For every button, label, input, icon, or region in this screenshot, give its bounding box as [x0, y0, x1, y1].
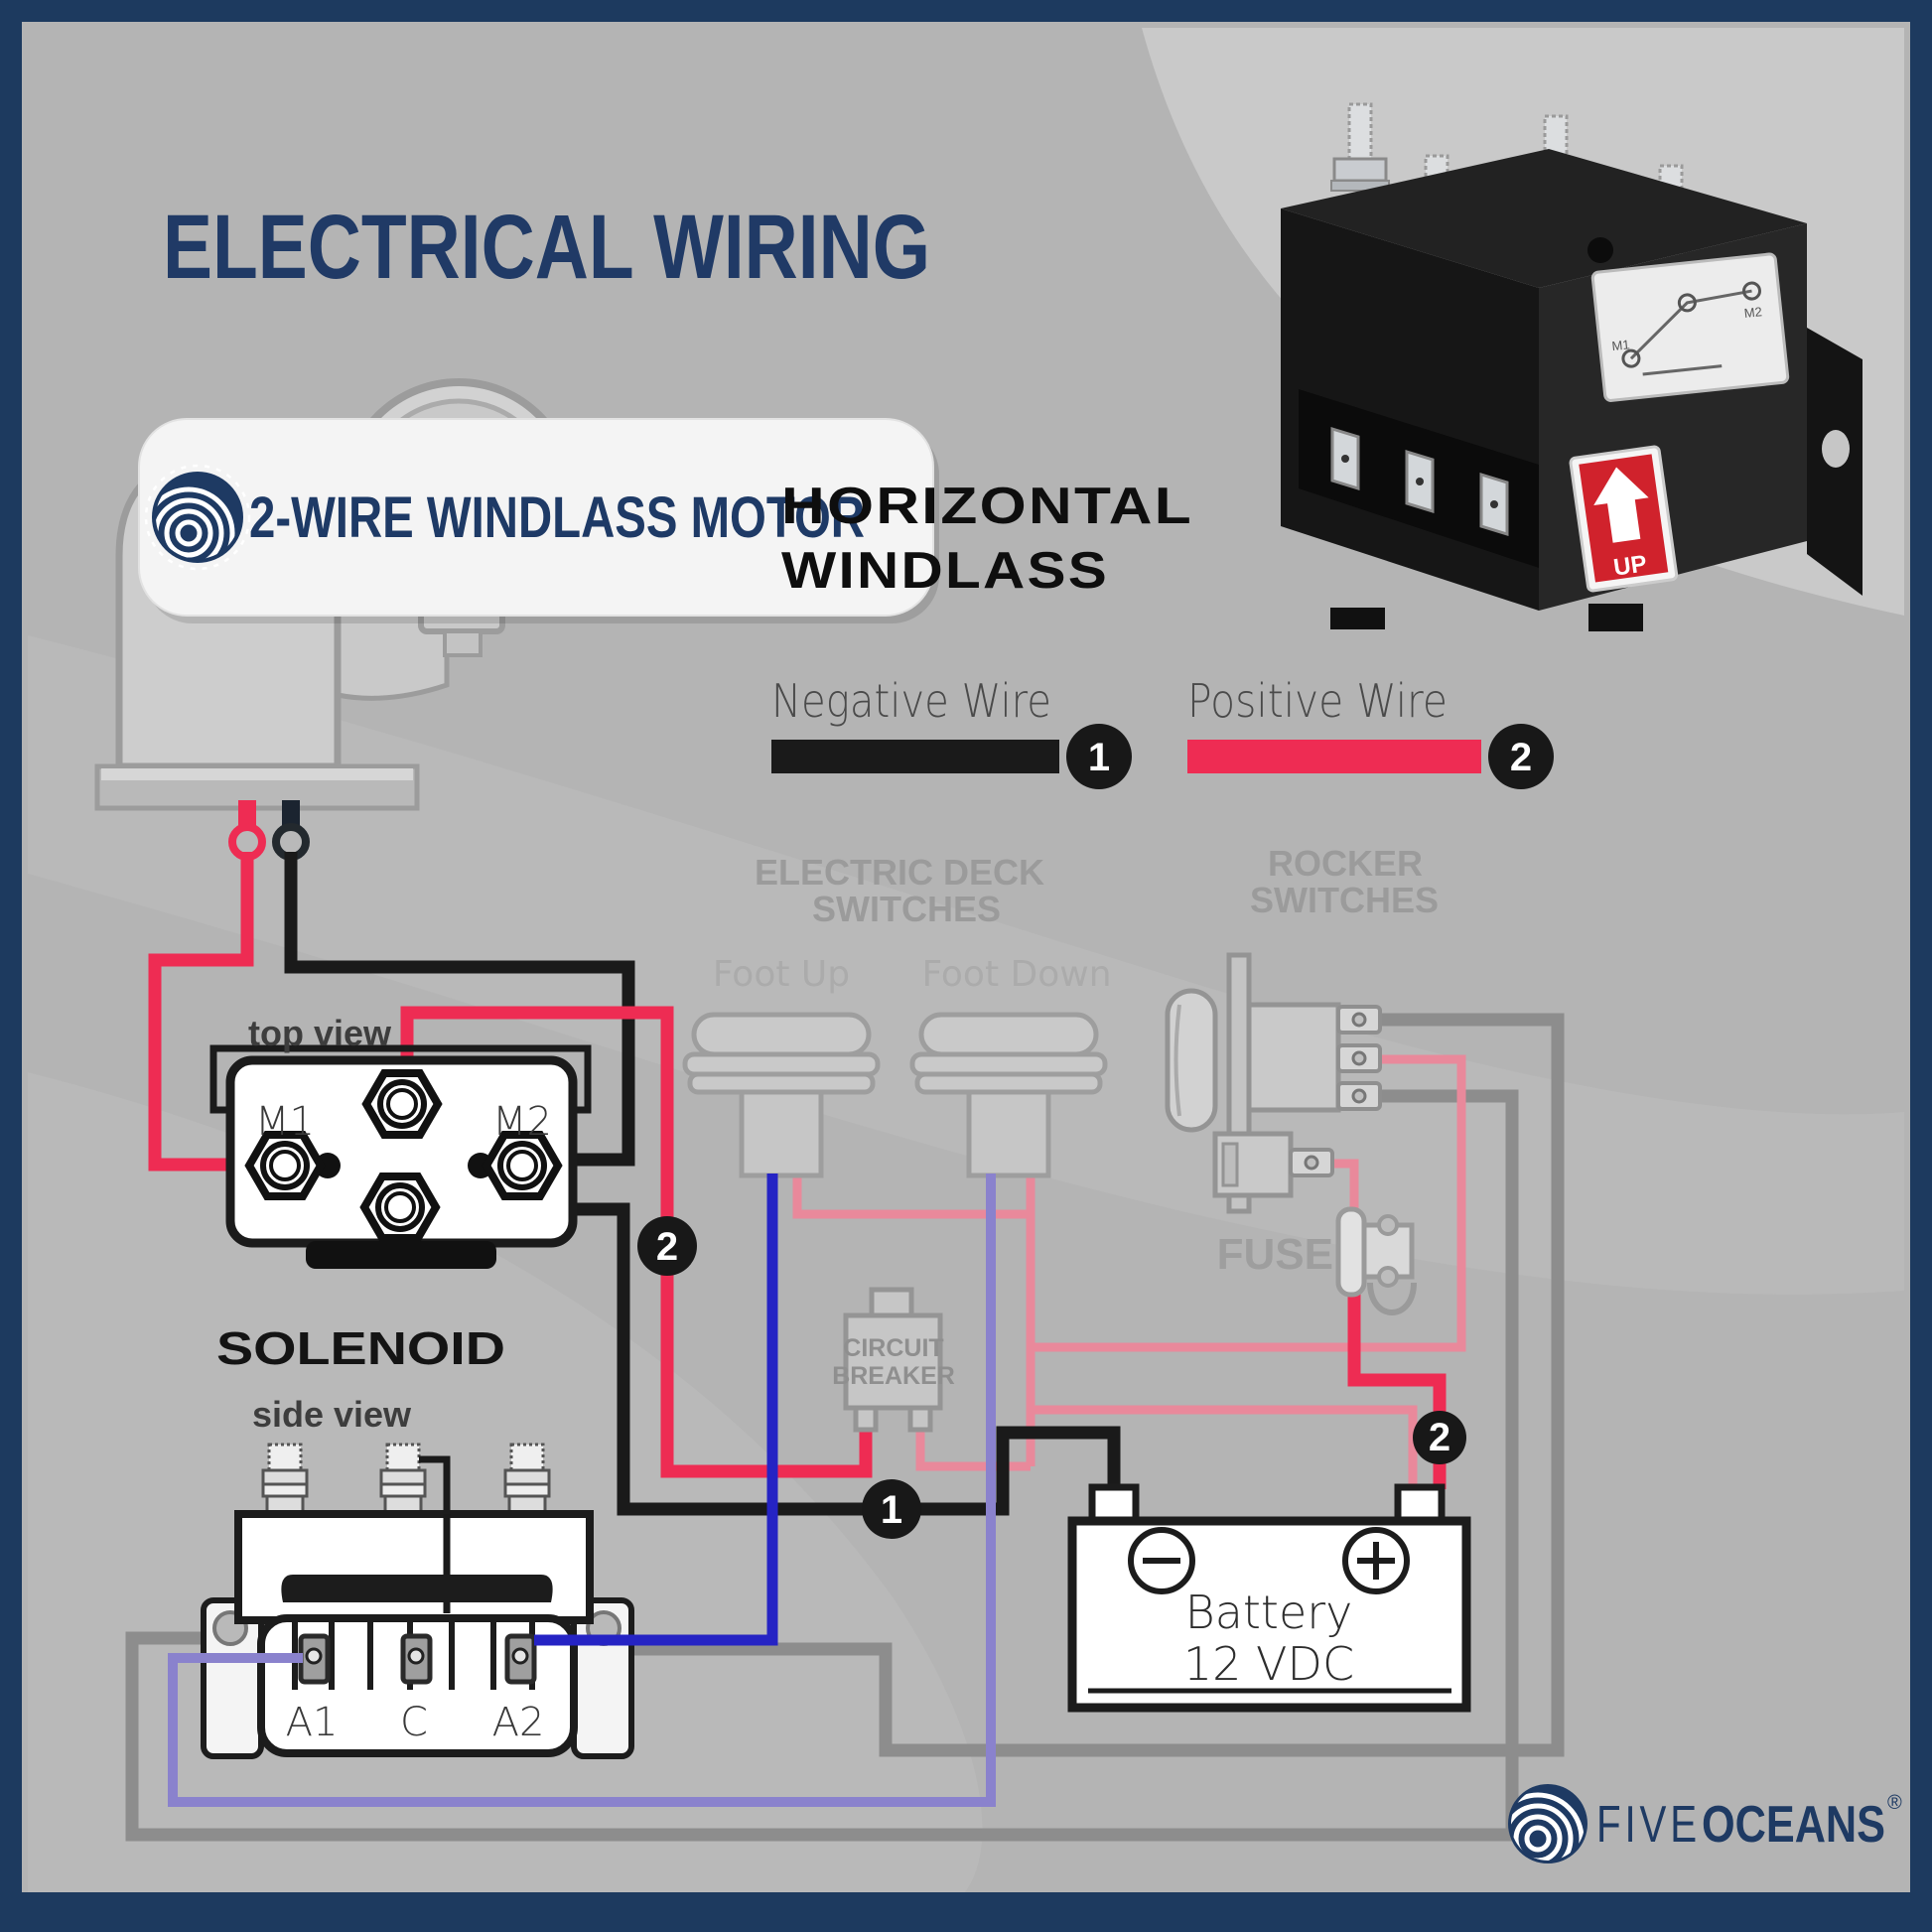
- rocker-gray-wires: [125, 1013, 1565, 1842]
- brand-logo: FIVE OCEANS ®: [1508, 1784, 1902, 1863]
- legend-marker-2: 2: [1510, 736, 1532, 779]
- product-title-line1: HORIZONTAL: [781, 478, 1193, 535]
- purple-wire-foot-down-to-a1: [168, 1173, 996, 1807]
- red-wire-motor-to-m1: [148, 852, 268, 1172]
- product-title-line2: WINDLASS: [781, 542, 1109, 600]
- pink-wire-battery-feed: [1031, 1405, 1418, 1489]
- logo-word-oceans: OCEANS: [1702, 1796, 1885, 1854]
- marker-2-battery: 2: [1429, 1416, 1450, 1459]
- black-wire-motor-to-m2: [284, 852, 635, 1167]
- product-photo: M1 M2 UP: [1281, 102, 1863, 631]
- badge-logo-icon: [144, 464, 251, 571]
- rocker-switch: [1165, 952, 1382, 1214]
- terminal-c-label: C: [400, 1700, 428, 1745]
- legend-marker-1: 1: [1088, 736, 1110, 779]
- solenoid-heading: SOLENOID: [216, 1322, 505, 1374]
- photo-wiring-label: M1 M2: [1590, 252, 1790, 402]
- logo-registered-mark: ®: [1887, 1792, 1902, 1814]
- pink-wire-to-fuse: [1330, 1159, 1359, 1213]
- positive-wire-swatch: [1187, 740, 1481, 773]
- up-arrow-icon: [1593, 467, 1649, 543]
- blue-wire-foot-up-to-a2: [534, 1173, 778, 1646]
- rocker-switches-title-2: SWITCHES: [1250, 880, 1439, 920]
- marker-2-solenoid: 2: [656, 1225, 678, 1269]
- up-label: UP: [1612, 550, 1649, 581]
- foot-switch-up: [682, 1012, 881, 1178]
- wire-legend: Negative Wire 1 Positive Wire 2: [771, 674, 1554, 789]
- legend-marker-2-circle: [1488, 724, 1554, 789]
- circuit-breaker-label-1: CIRCUIT: [843, 1334, 943, 1362]
- negative-wire-label: Negative Wire: [771, 674, 1051, 728]
- badge: 2-WIRE WINDLASS MOTOR: [138, 418, 939, 623]
- solenoid-top-view: M1 M2: [209, 1044, 592, 1269]
- terminal-nuts: [244, 1069, 563, 1242]
- fuse-label: FUSE: [1217, 1230, 1333, 1279]
- legend-marker-1-circle: [1066, 724, 1132, 789]
- up-sticker: UP: [1569, 445, 1679, 593]
- terminal-a1-label: A1: [286, 1700, 339, 1745]
- negative-wire-swatch: [771, 740, 1059, 773]
- terminal-a2-label: A2: [492, 1700, 545, 1745]
- wire-markers: 2 1 2: [637, 1216, 1466, 1539]
- pink-wire-rocker-middle: [1031, 1054, 1466, 1352]
- logo-word-five: FIVE: [1596, 1796, 1701, 1854]
- positive-wire-label: Positive Wire: [1187, 674, 1448, 728]
- circuit-breaker: CIRCUIT BREAKER: [832, 1287, 955, 1433]
- top-view-label: top view: [248, 1013, 392, 1053]
- marker-1-battery: 1: [881, 1488, 902, 1532]
- battery-label-1: Battery: [1185, 1586, 1353, 1639]
- side-view-studs: [261, 1443, 551, 1516]
- foot-down-label: Foot Down: [921, 954, 1111, 995]
- black-wire-solenoid-to-battery: [427, 1202, 1121, 1516]
- motor-black-lead: [282, 800, 300, 828]
- side-view-label: side view: [252, 1394, 412, 1435]
- badge-label: 2-WIRE WINDLASS MOTOR: [249, 485, 865, 550]
- pink-wire-foot-up: [792, 1173, 1031, 1219]
- negative-wires: [284, 852, 1121, 1516]
- motor-red-lead: [238, 800, 256, 828]
- photo-label-m1: M1: [1611, 337, 1631, 353]
- gray-wire-rocker-bottom: [125, 1089, 1519, 1842]
- rocker-switches-title-1: ROCKER: [1268, 843, 1423, 884]
- foot-up-label: Foot Up: [713, 954, 850, 995]
- fuse-holder: [1335, 1206, 1417, 1315]
- foot-switch-down: [909, 1012, 1108, 1178]
- terminal-m1-label: M1: [255, 1099, 315, 1145]
- battery-label-2: 12 VDC: [1183, 1637, 1354, 1691]
- photo-label-m2: M2: [1743, 304, 1763, 321]
- deck-switches-title-2: SWITCHES: [812, 889, 1001, 929]
- gray-wire-rocker-top: [541, 1013, 1565, 1757]
- deck-switches-title-1: ELECTRIC DECK: [755, 852, 1044, 893]
- battery: Battery 12 VDC: [1067, 1483, 1471, 1713]
- page-title: ELECTRICAL WIRING: [163, 197, 930, 298]
- terminal-m2-label: M2: [492, 1099, 552, 1145]
- circuit-breaker-label-2: BREAKER: [832, 1362, 955, 1390]
